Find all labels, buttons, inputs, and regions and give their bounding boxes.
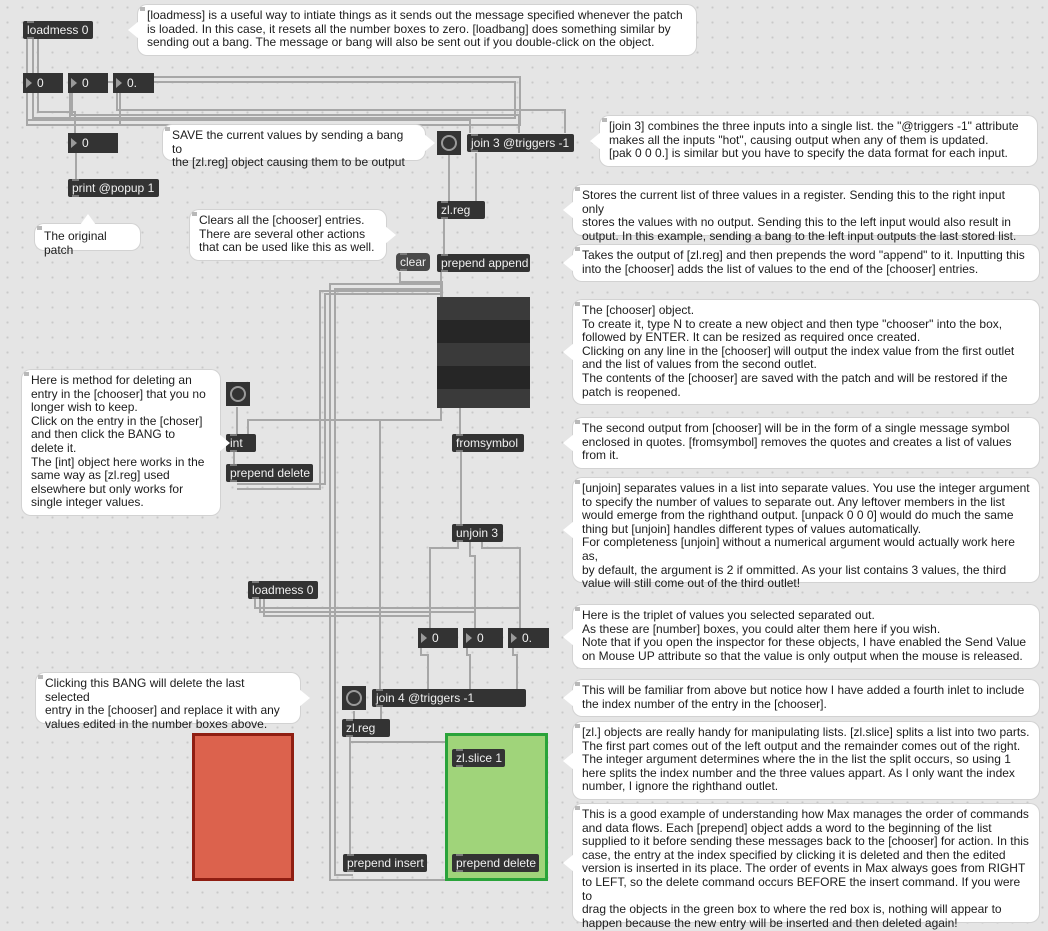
comment-deleting: Here is method for deleting an entry in …: [22, 370, 230, 515]
number-triangle-icon: [511, 633, 517, 643]
comment-save: SAVE the current values by sending a ban…: [163, 125, 435, 169]
number-triangle-icon: [421, 633, 427, 643]
comment-join: [join 3] combines the three inputs into …: [590, 116, 1037, 166]
number-box-mid-a[interactable]: 0: [418, 628, 458, 648]
chooser-row[interactable]: [437, 320, 530, 343]
number-triangle-icon: [71, 78, 77, 88]
comment-unjoin: [unjoin] separates values in a list into…: [563, 478, 1039, 590]
clear-message[interactable]: clear: [396, 253, 430, 271]
chooser-row[interactable]: [437, 366, 530, 389]
bang-icon: [230, 386, 246, 402]
comment-prepend: Takes the output of [zl.reg] and then pr…: [563, 245, 1039, 281]
loadmess-top[interactable]: loadmess 0: [23, 21, 93, 39]
red-panel: [192, 733, 294, 881]
comment-familiar: This will be familiar from above but not…: [563, 680, 1039, 716]
print-object[interactable]: print @popup 1: [68, 179, 159, 197]
number-box-top-c[interactable]: 0.: [113, 73, 154, 93]
number-box-print-input[interactable]: 0: [68, 133, 118, 153]
loadmess-mid[interactable]: loadmess 0: [248, 581, 318, 599]
join3-object[interactable]: join 3 @triggers -1: [467, 134, 574, 152]
number-triangle-icon: [466, 633, 472, 643]
bang-delete-entry[interactable]: [226, 382, 250, 406]
number-triangle-icon: [71, 138, 77, 148]
prepend-insert-object[interactable]: prepend insert: [343, 854, 427, 872]
bang-icon: [346, 690, 362, 706]
chooser-row[interactable]: [437, 389, 530, 408]
zlreg-top[interactable]: zl.reg: [437, 201, 485, 219]
chooser-row[interactable]: [437, 297, 530, 320]
bang-icon: [441, 135, 457, 151]
chooser-list[interactable]: [437, 297, 530, 408]
comment-bang-delete: Clicking this BANG will delete the last …: [36, 673, 310, 730]
comment-triplet: Here is the triplet of values you select…: [563, 605, 1039, 668]
bang-replace-entry[interactable]: [342, 686, 366, 710]
chooser-row[interactable]: [437, 343, 530, 366]
prepend-delete-left[interactable]: prepend delete: [226, 464, 313, 482]
fromsymbol-object[interactable]: fromsymbol: [452, 434, 524, 452]
comment-chooser: The [chooser] object. To create it, type…: [563, 300, 1039, 404]
comment-fromsymbol: The second output from [chooser] will be…: [563, 418, 1039, 468]
comment-clears: Clears all the [chooser] entries. There …: [190, 210, 396, 260]
unjoin-object[interactable]: unjoin 3: [452, 524, 503, 542]
comment-zl: [zl.] objects are really handy for manip…: [563, 722, 1039, 799]
comment-original: The original patch: [35, 214, 140, 256]
number-box-top-b[interactable]: 0: [68, 73, 108, 93]
int-object[interactable]: int: [226, 434, 256, 452]
comment-register: Stores the current list of three values …: [563, 185, 1039, 242]
comment-loadmess: [loadmess] is a useful way to intiate th…: [128, 5, 696, 55]
number-triangle-icon: [26, 78, 32, 88]
number-box-mid-b[interactable]: 0: [463, 628, 503, 648]
zlreg-bottom[interactable]: zl.reg: [342, 719, 390, 737]
prepend-delete-bottom[interactable]: prepend delete: [452, 854, 539, 872]
bang-save[interactable]: [437, 131, 461, 155]
zlslice-object[interactable]: zl.slice 1: [452, 749, 505, 767]
number-box-mid-c[interactable]: 0.: [508, 628, 549, 648]
comment-order: This is a good example of understanding …: [563, 804, 1039, 929]
number-box-top-a[interactable]: 0: [23, 73, 63, 93]
prepend-append-object[interactable]: prepend append: [437, 254, 530, 272]
number-triangle-icon: [116, 78, 122, 88]
join4-object[interactable]: join 4 @triggers -1: [372, 689, 526, 707]
